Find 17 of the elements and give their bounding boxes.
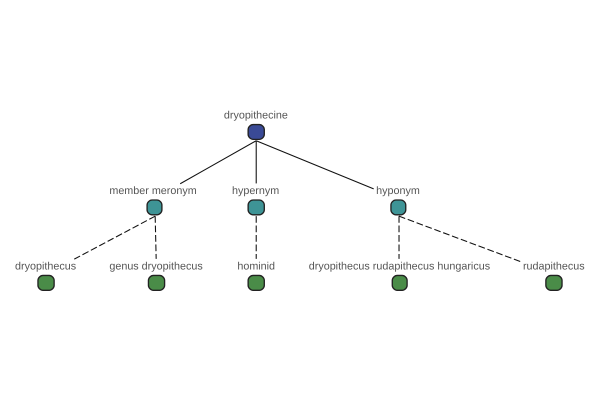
connector bbox=[256, 140, 257, 184]
node-label: genus dryopithecus bbox=[109, 260, 203, 272]
connector bbox=[256, 140, 374, 190]
connector bbox=[180, 140, 256, 184]
node-label: hyponym bbox=[376, 184, 420, 197]
node-label: hominid bbox=[237, 260, 276, 272]
node-label: hypernym bbox=[232, 184, 280, 197]
connector bbox=[74, 216, 156, 260]
node-label: dryopithecine bbox=[224, 109, 288, 122]
node-label: dryopithecus bbox=[15, 260, 76, 272]
node-label: rudapithecus bbox=[522, 260, 585, 272]
node-label: dryopithecus rudapithecus hungaricus bbox=[308, 260, 490, 272]
connector bbox=[154, 216, 157, 259]
node-label: member meronym bbox=[109, 184, 197, 197]
connector bbox=[256, 216, 257, 259]
connector bbox=[398, 216, 400, 259]
connector bbox=[398, 216, 522, 262]
